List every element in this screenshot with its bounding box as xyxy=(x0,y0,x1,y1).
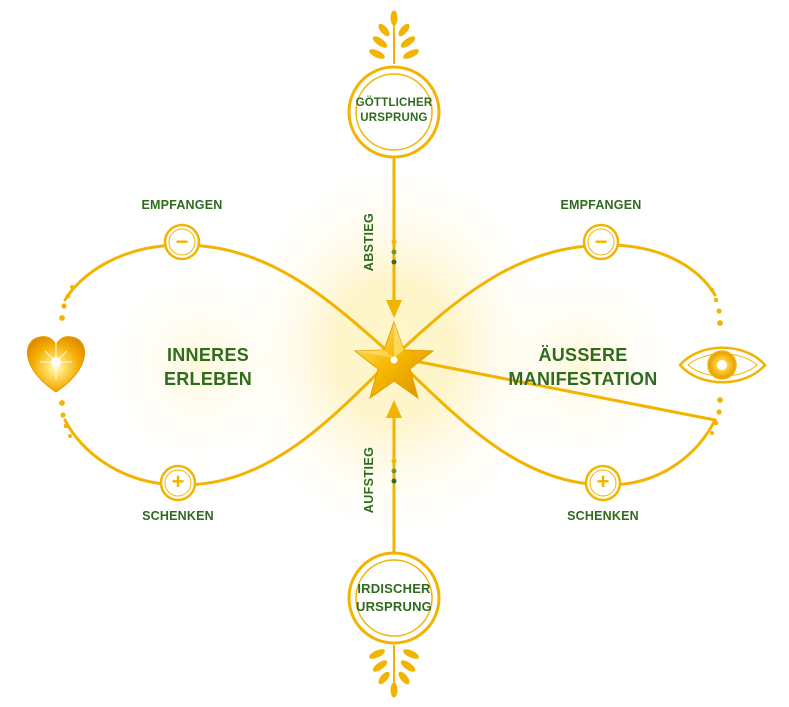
top-node-line1: GÖTTLICHER xyxy=(355,97,433,109)
left-plus-badge xyxy=(159,464,197,502)
top-node-label: GÖTTLICHER URSPRUNG xyxy=(344,96,444,126)
right-glow xyxy=(470,255,690,475)
sprout-icon xyxy=(369,10,419,64)
ascent-arrowhead xyxy=(386,400,402,418)
right-minus-badge xyxy=(582,223,620,261)
left-plus-symbol: + xyxy=(171,469,185,494)
sprout-icon xyxy=(369,645,419,698)
left-dotted-line xyxy=(59,285,74,438)
bottom-node-line1: IRDISCHER xyxy=(357,581,431,596)
descent-arrowhead xyxy=(386,300,402,318)
right-plus-symbol: + xyxy=(596,469,610,494)
bottom-node-line2: URSPRUNG xyxy=(356,599,432,614)
ascent-dots xyxy=(391,458,397,484)
right-center-line1: ÄUSSERE xyxy=(538,345,628,365)
left-give-label: SCHENKEN xyxy=(142,509,214,523)
top-node-circle xyxy=(347,65,441,159)
left-minus-symbol: − xyxy=(175,229,189,254)
left-receive-label: EMPFANGEN xyxy=(141,198,223,212)
top-node-line2: URSPRUNG xyxy=(360,112,428,124)
right-center-label: ÄUSSERE MANIFESTATION xyxy=(498,343,668,391)
bottom-node-label: IRDISCHER URSPRUNG xyxy=(344,580,444,616)
right-give-label: SCHENKEN xyxy=(567,509,639,523)
heart-icon xyxy=(26,336,86,393)
left-center-line1: INNERES xyxy=(166,345,250,365)
descent-dots xyxy=(391,239,397,265)
star-icon xyxy=(353,320,435,400)
right-dotted-line xyxy=(710,288,723,435)
descent-label: ABSTIEG xyxy=(362,212,376,272)
eye-icon xyxy=(678,346,767,384)
bottom-node-circle xyxy=(347,551,441,645)
ascent-label: AUFSTIEG xyxy=(362,446,376,514)
left-glow xyxy=(90,255,310,475)
left-minus-badge xyxy=(163,223,201,261)
left-center-line2: ERLEBEN xyxy=(163,369,253,389)
left-center-label: INNERES ERLEBEN xyxy=(138,343,278,391)
right-center-line2: MANIFESTATION xyxy=(508,369,658,389)
right-plus-badge xyxy=(584,464,622,502)
right-receive-label: EMPFANGEN xyxy=(560,198,642,212)
right-minus-symbol: − xyxy=(594,229,608,254)
